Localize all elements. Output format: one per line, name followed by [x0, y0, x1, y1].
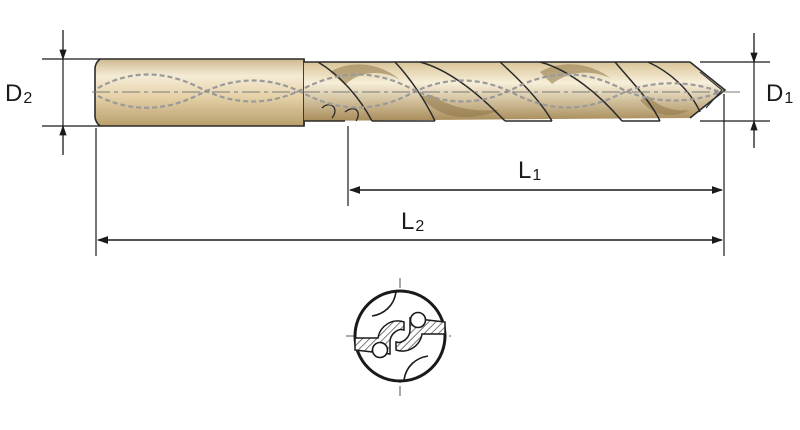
svg-text:L1: L1 [518, 157, 541, 184]
l1-label-main: L [518, 157, 531, 184]
l1-dimension: L1 [348, 157, 724, 194]
coolant-channels [97, 73, 721, 109]
d1-label-main: D [766, 80, 783, 107]
l2-label-sub: 2 [415, 218, 424, 235]
svg-text:D2: D2 [5, 80, 32, 107]
drill-tip [689, 61, 727, 119]
l2-label-main: L [401, 208, 414, 235]
l1-label-sub: 1 [532, 167, 541, 184]
d2-dimension: D2 [5, 30, 100, 155]
d1-label-sub: 1 [784, 90, 793, 107]
d1-dimension: D1 [700, 33, 793, 148]
svg-text:L2: L2 [401, 208, 424, 235]
d2-label-sub: 2 [23, 90, 32, 107]
d2-label-main: D [5, 80, 22, 107]
l2-dimension: L2 [96, 208, 724, 244]
cross-section [346, 278, 454, 396]
svg-text:D1: D1 [766, 80, 793, 107]
